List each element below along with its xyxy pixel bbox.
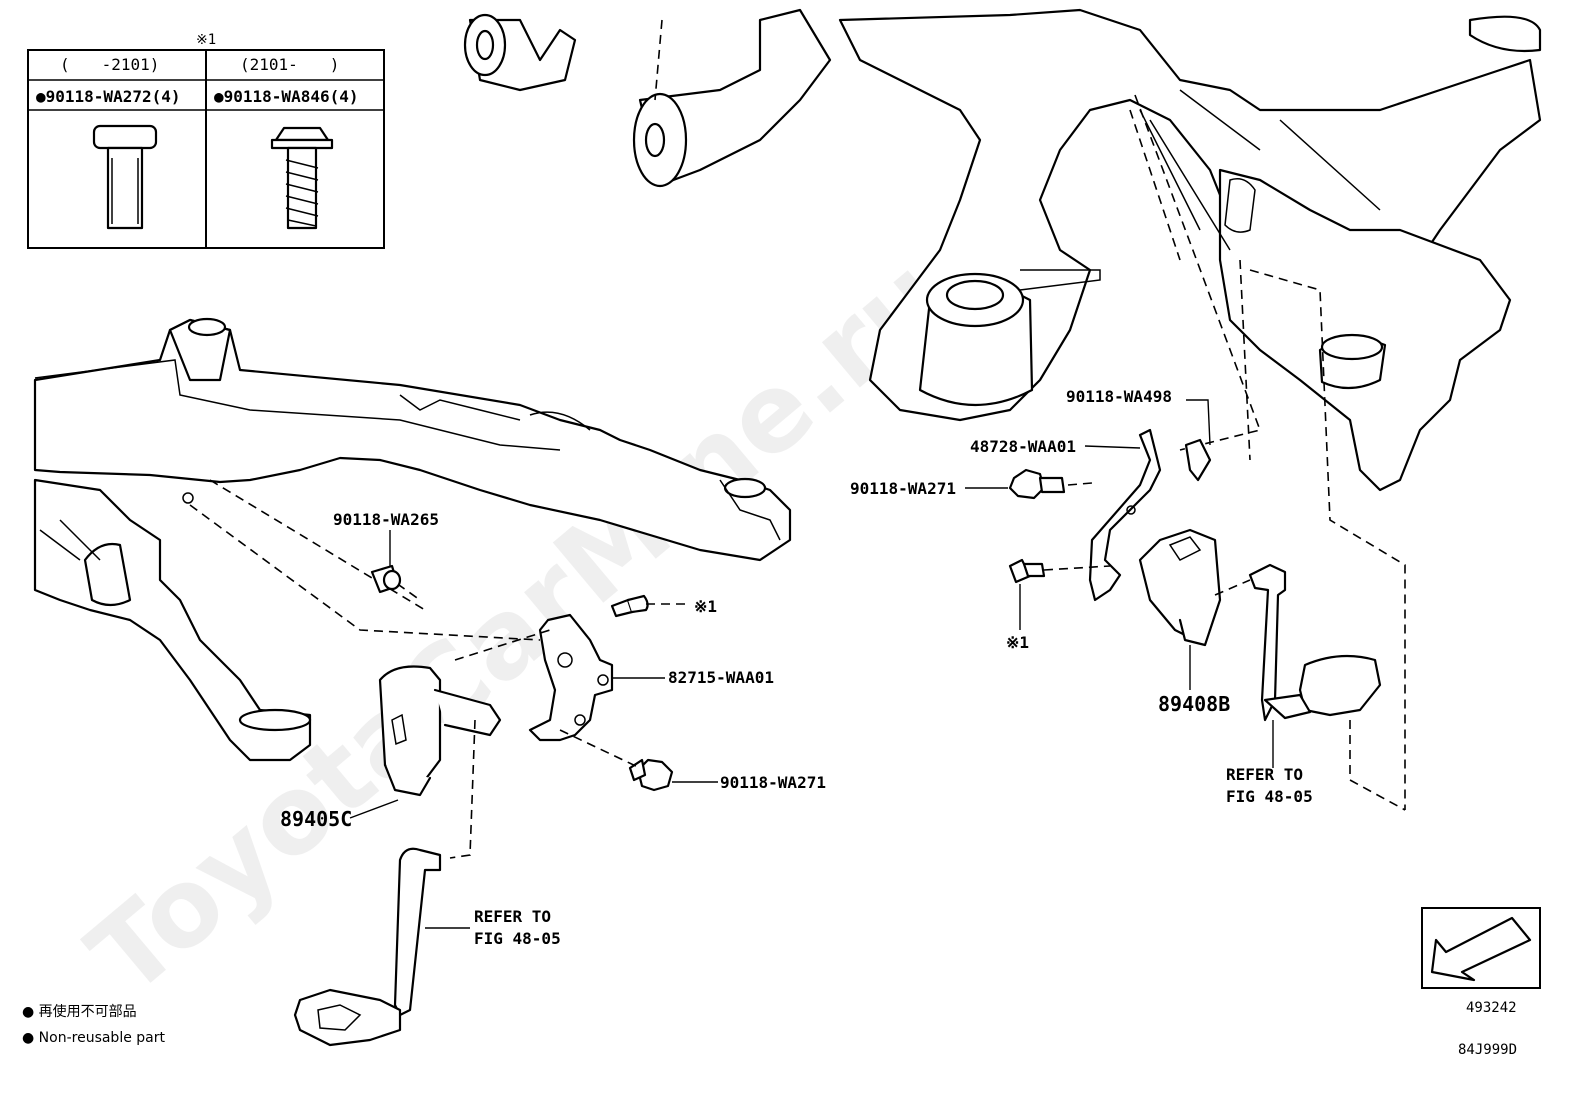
- label-note1-left: ※1: [694, 597, 717, 616]
- bolt-note1-right-icon: [1008, 558, 1046, 584]
- link-rod-left-icon: [293, 847, 442, 1047]
- label-89408b: 89408B: [1158, 692, 1230, 716]
- label-90118-wa498: 90118-WA498: [1066, 387, 1172, 406]
- front-box-code: 493242: [1466, 1000, 1517, 1016]
- label-90118-wa271-right: 90118-WA271: [850, 479, 956, 498]
- label-refer-left-1: REFER TO: [474, 907, 551, 926]
- bolt-wa846-icon: [270, 126, 334, 230]
- front-direction-arrow-icon: [1430, 916, 1532, 982]
- front-direction-box: 493242: [1421, 907, 1541, 1016]
- label-refer-left-2: FIG 48-05: [474, 929, 561, 948]
- label-note1-right: ※1: [1006, 633, 1029, 652]
- part-labels: 90118-WA265 ※1 82715-WAA01 90118-WA271 8…: [280, 387, 1313, 948]
- label-refer-right-1: REFER TO: [1226, 765, 1303, 784]
- right-height-sensor-group: [965, 399, 1406, 811]
- sensor-89408b-icon: [1138, 528, 1222, 647]
- legend: ● 再使用不可部品 ● Non-reusable part: [22, 1003, 165, 1046]
- label-82715-waa01: 82715-WAA01: [668, 668, 774, 687]
- upper-bushing-center: [463, 8, 832, 188]
- label-90118-wa271-left: 90118-WA271: [720, 773, 826, 792]
- figure-code: 84J999D: [1458, 1042, 1517, 1058]
- table-range-left: ( -2101): [60, 55, 159, 74]
- label-89405c: 89405C: [280, 807, 352, 831]
- legend-non-reusable-jp: ● 再使用不可部品: [22, 1003, 137, 1020]
- clip-wa498-icon: [1184, 438, 1212, 482]
- label-90118-wa265: 90118-WA265: [333, 510, 439, 529]
- sensor-89405c-icon: [378, 665, 502, 797]
- bolt-variant-table: ※1 ( -2101) (2101- ) ●90118-WA272(4) ●90…: [27, 32, 385, 249]
- bracket-82715-icon: [528, 613, 614, 742]
- table-part-left: ●90118-WA272(4): [36, 87, 181, 106]
- link-rod-right-icon: [1248, 563, 1382, 722]
- table-part-right: ●90118-WA846(4): [214, 87, 359, 106]
- bolt-wa272-icon: [92, 124, 158, 230]
- clip-wa265-icon: [370, 564, 402, 594]
- left-height-sensor-group: [293, 530, 718, 1047]
- rear-crossmember: [33, 317, 792, 762]
- bolt-wa271-right-icon: [1008, 468, 1066, 500]
- upper-right-suspension: [838, 8, 1542, 810]
- label-48728-waa01: 48728-WAA01: [970, 437, 1076, 456]
- table-note-mark: ※1: [196, 32, 216, 48]
- bolt-wa271-left-icon: [628, 758, 674, 792]
- table-range-right: (2101- ): [240, 55, 339, 74]
- label-refer-right-2: FIG 48-05: [1226, 787, 1313, 806]
- bracket-48728-icon: [1088, 428, 1162, 602]
- legend-non-reusable-en: ● Non-reusable part: [22, 1030, 165, 1046]
